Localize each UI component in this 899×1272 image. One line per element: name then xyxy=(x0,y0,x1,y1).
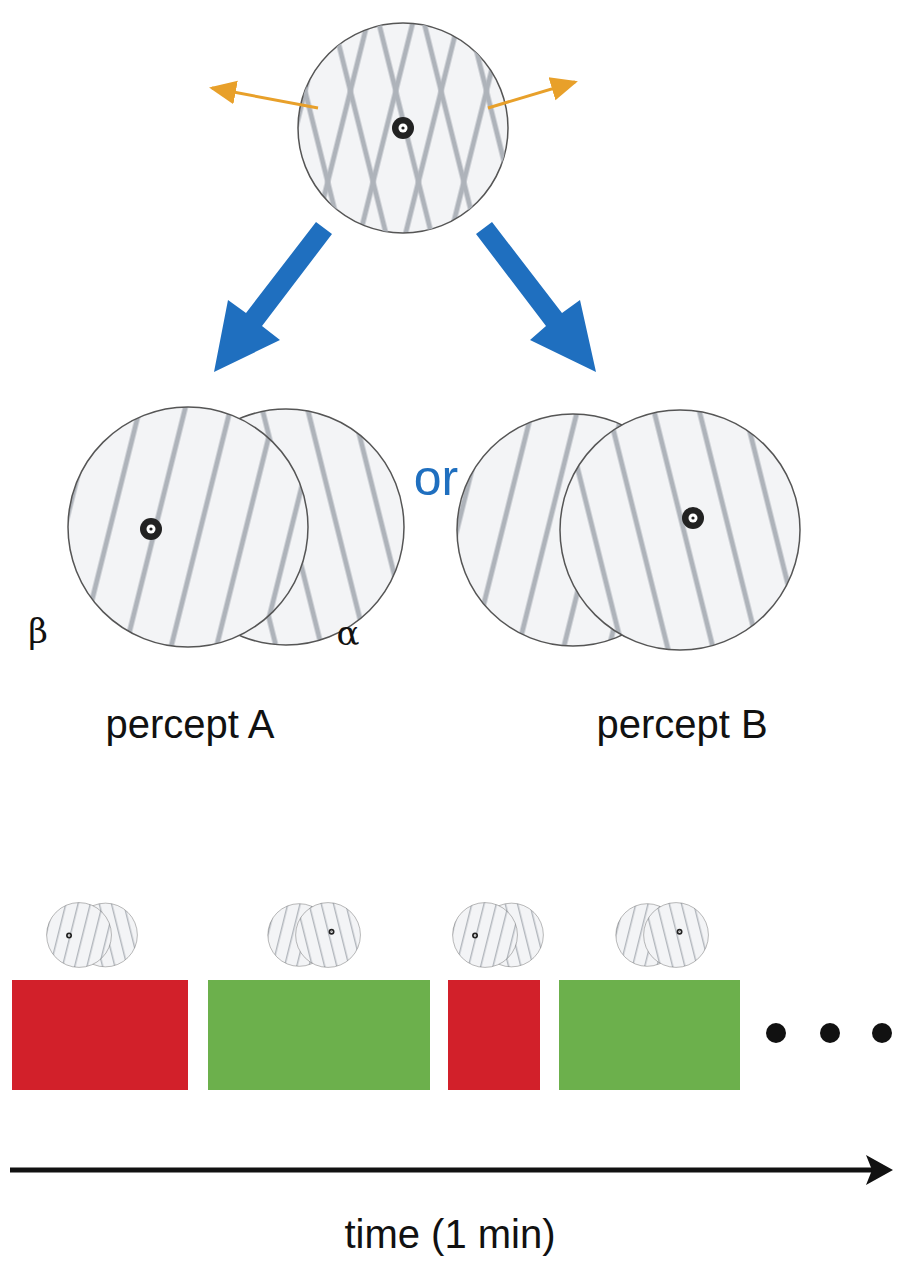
percept-icon xyxy=(268,903,361,968)
percept-label: percept A xyxy=(105,702,274,746)
percept-icon xyxy=(47,903,138,968)
percept-icon xyxy=(453,903,544,968)
circle-label: β xyxy=(28,613,48,650)
circle-label: α xyxy=(337,615,360,652)
or-label: or xyxy=(414,451,458,506)
continuation-dots xyxy=(766,1023,892,1043)
percept-bar xyxy=(559,980,740,1090)
percept-a-figure xyxy=(68,407,404,647)
axis-arrowhead xyxy=(866,1155,893,1185)
percept-bar xyxy=(12,980,188,1090)
percept-icon xyxy=(616,903,709,968)
axis-label: time (1 min) xyxy=(344,1212,555,1256)
percept-b-figure xyxy=(457,410,800,650)
motion-arrow xyxy=(212,88,318,108)
percept-bar xyxy=(448,980,540,1090)
percept-bar xyxy=(208,980,430,1090)
percept-label: percept B xyxy=(596,702,767,746)
plaid-stimulus xyxy=(298,23,508,233)
branch-arrow xyxy=(214,222,596,372)
motion-arrow xyxy=(488,82,575,108)
time-axis xyxy=(10,1168,872,1173)
